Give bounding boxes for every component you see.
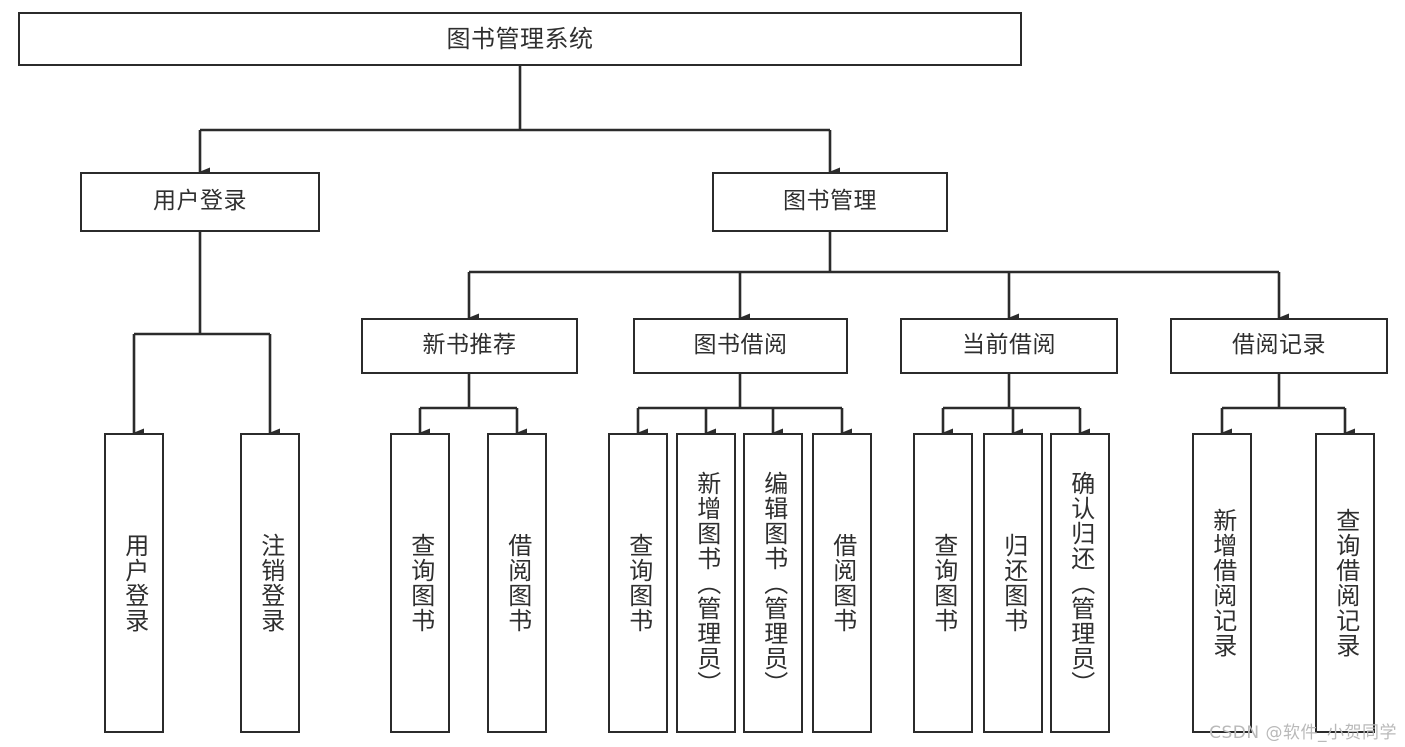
- watermark: CSDN @软件_小贺同学: [1209, 723, 1397, 743]
- node-leaf-query-book-2-label: 查询图书: [624, 533, 653, 633]
- node-leaf-add-book-admin[interactable]: 新增图书（管理员）: [676, 433, 736, 733]
- node-leaf-query-book-2[interactable]: 查询图书: [608, 433, 668, 733]
- node-book-borrow-label: 图书借阅: [693, 332, 788, 359]
- node-user-login-label: 用户登录: [153, 188, 247, 215]
- node-leaf-query-book-3[interactable]: 查询图书: [913, 433, 973, 733]
- node-borrow-record-label: 借阅记录: [1232, 332, 1326, 359]
- node-leaf-user-login[interactable]: 用户登录: [104, 433, 164, 733]
- node-leaf-add-borrow-record[interactable]: 新增借阅记录: [1192, 433, 1252, 733]
- node-root-system[interactable]: 图书管理系统: [18, 12, 1022, 66]
- node-book-management-label: 图书管理: [783, 188, 877, 215]
- node-current-borrow[interactable]: 当前借阅: [900, 318, 1118, 374]
- node-book-management[interactable]: 图书管理: [712, 172, 948, 232]
- node-leaf-confirm-return-admin[interactable]: 确认归还（管理员）: [1050, 433, 1110, 733]
- node-leaf-return-book-label: 归还图书: [999, 533, 1028, 633]
- node-leaf-add-borrow-record-label: 新增借阅记录: [1208, 508, 1237, 658]
- node-leaf-borrow-book-1-label: 借阅图书: [503, 533, 532, 633]
- node-leaf-add-book-admin-label: 新增图书（管理员）: [692, 470, 721, 696]
- node-leaf-query-book-1[interactable]: 查询图书: [390, 433, 450, 733]
- node-leaf-borrow-book-2-label: 借阅图书: [828, 533, 857, 633]
- node-new-book-recommend[interactable]: 新书推荐: [361, 318, 578, 374]
- node-leaf-user-logout[interactable]: 注销登录: [240, 433, 300, 733]
- node-leaf-query-borrow-record[interactable]: 查询借阅记录: [1315, 433, 1375, 733]
- node-leaf-query-book-1-label: 查询图书: [406, 533, 435, 633]
- node-leaf-query-borrow-record-label: 查询借阅记录: [1331, 508, 1360, 658]
- node-leaf-edit-book-admin[interactable]: 编辑图书（管理员）: [743, 433, 803, 733]
- node-leaf-user-logout-label: 注销登录: [256, 533, 285, 633]
- node-leaf-edit-book-admin-label: 编辑图书（管理员）: [759, 470, 788, 696]
- node-leaf-user-login-label: 用户登录: [120, 533, 149, 633]
- node-leaf-query-book-3-label: 查询图书: [929, 533, 958, 633]
- node-user-login[interactable]: 用户登录: [80, 172, 320, 232]
- node-leaf-return-book[interactable]: 归还图书: [983, 433, 1043, 733]
- node-root-system-label: 图书管理系统: [446, 24, 594, 53]
- node-leaf-borrow-book-1[interactable]: 借阅图书: [487, 433, 547, 733]
- node-leaf-confirm-return-admin-label: 确认归还（管理员）: [1066, 470, 1095, 696]
- node-current-borrow-label: 当前借阅: [962, 332, 1056, 359]
- node-new-book-recommend-label: 新书推荐: [422, 332, 517, 359]
- node-book-borrow[interactable]: 图书借阅: [633, 318, 848, 374]
- node-leaf-borrow-book-2[interactable]: 借阅图书: [812, 433, 872, 733]
- node-borrow-record[interactable]: 借阅记录: [1170, 318, 1388, 374]
